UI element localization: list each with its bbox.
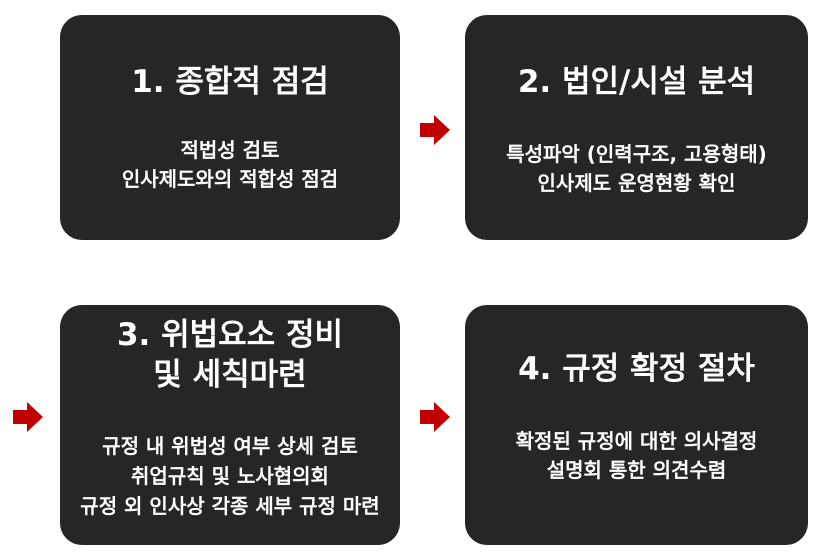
step-2-description: 특성파악 (인력구조, 고용형태) 인사제도 운영현황 확인 (506, 142, 767, 195)
step-3-box: 3. 위법요소 정비 및 세칙마련 규정 내 위법성 여부 상세 검토 취업규칙… (60, 305, 400, 545)
arrow-right-icon (13, 402, 43, 432)
arrow-right-icon (420, 402, 450, 432)
step-1-box: 1. 종합적 점검 적법성 검토 인사제도와의 적합성 점검 (60, 15, 400, 240)
step-3-description: 규정 내 위법성 여부 상세 검토 취업규칙 및 노사협의회 규정 외 인사상 … (80, 434, 380, 518)
arrow-right-icon (420, 115, 450, 145)
step-1-title: 1. 종합적 점검 (131, 64, 329, 100)
step-4-title: 4. 규정 확정 절차 (518, 351, 755, 387)
step-1-description: 적법성 검토 인사제도와의 적합성 점검 (121, 138, 339, 191)
step-4-description: 확정된 규정에 대한 의사결정 설명회 통한 의견수렴 (515, 429, 758, 482)
step-4-box: 4. 규정 확정 절차 확정된 규정에 대한 의사결정 설명회 통한 의견수렴 (465, 305, 808, 545)
step-3-title: 3. 위법요소 정비 및 세칙마련 (116, 317, 344, 393)
step-2-title: 2. 법인/시설 분석 (517, 64, 756, 100)
step-2-box: 2. 법인/시설 분석 특성파악 (인력구조, 고용형태) 인사제도 운영현황 … (465, 15, 808, 240)
